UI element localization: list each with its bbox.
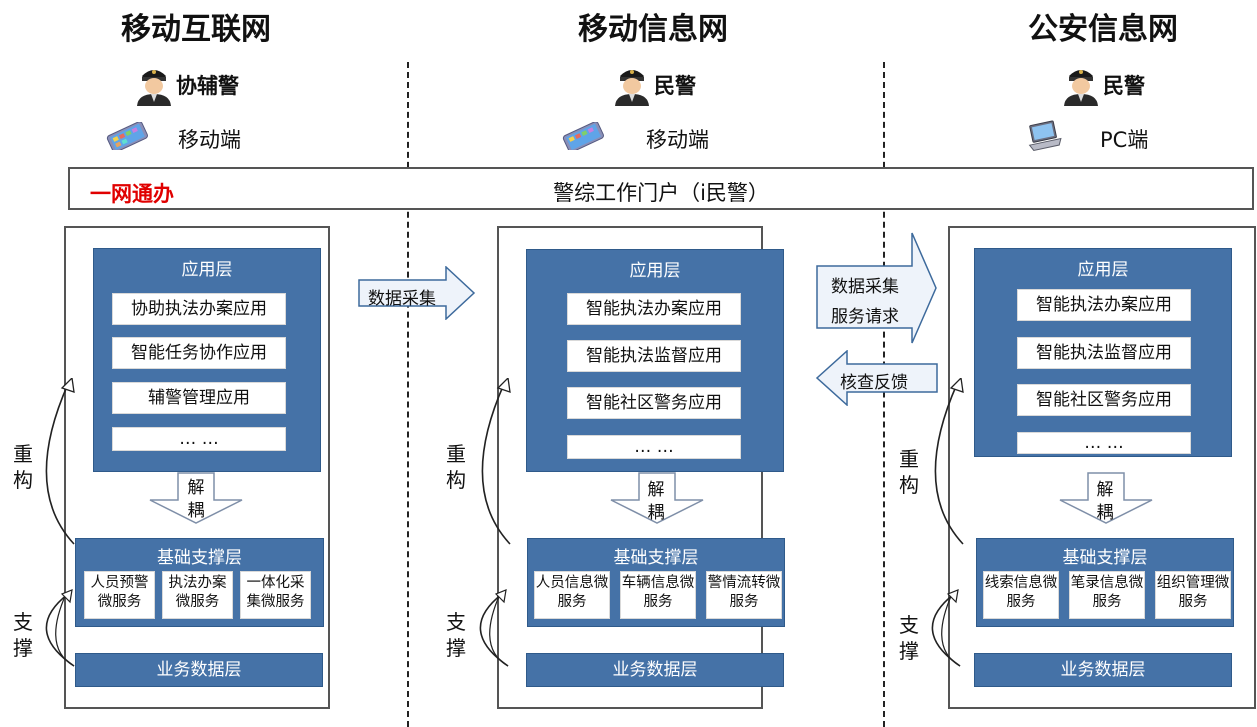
decouple-arrow-icon xyxy=(610,472,704,524)
police-officer-icon xyxy=(1064,70,1098,106)
layer-title: 应用层 xyxy=(181,260,233,280)
role-label: 民警 xyxy=(654,74,696,98)
portal-name: 警综工作门户（i民警） xyxy=(553,181,769,205)
service-request-arrow-icon xyxy=(816,232,937,344)
network-title-mobile-info: 移动信息网 xyxy=(578,12,728,47)
support-label: 支撑 xyxy=(13,610,33,660)
police-officer-icon xyxy=(137,70,171,106)
restructure-curve-arrow-icon xyxy=(934,378,964,545)
microservice: 一体化采集微服务 xyxy=(240,571,311,619)
one-network-tag: 一网通办 xyxy=(90,182,174,206)
restructure-label: 重构 xyxy=(446,442,466,492)
microservice: 警情流转微服务 xyxy=(706,571,782,619)
decouple-label: 解耦 xyxy=(187,478,205,521)
app-item-more: … … xyxy=(1017,432,1191,454)
support-curve-arrow-icon xyxy=(479,589,509,667)
app-item: 协助执法办案应用 xyxy=(112,293,286,325)
laptop-icon xyxy=(1028,120,1062,151)
mobile-phone-icon xyxy=(106,122,148,150)
data-layer: 业务数据层 xyxy=(75,653,323,687)
device-police-info: PC端 xyxy=(1026,118,1166,154)
network-title-police-info: 公安信息网 xyxy=(1028,12,1178,47)
decouple-label: 解耦 xyxy=(647,480,665,523)
support-layer: 基础支撑层 线索信息微服务 笔录信息微服务 组织管理微服务 xyxy=(976,538,1234,627)
application-layer: 应用层 智能执法办案应用 智能执法监督应用 智能社区警务应用 … … xyxy=(974,248,1232,457)
network-title-mobile-internet: 移动互联网 xyxy=(121,12,271,47)
support-layer: 基础支撑层 人员预警微服务 执法办案微服务 一体化采集微服务 xyxy=(75,538,324,627)
restructure-label: 重构 xyxy=(899,447,919,497)
layer-title: 基础支撑层 xyxy=(157,548,242,568)
app-item: 智能执法办案应用 xyxy=(1017,289,1191,321)
layer-title: 基础支撑层 xyxy=(613,548,699,568)
app-item: 辅警管理应用 xyxy=(112,382,286,414)
restructure-curve-arrow-icon xyxy=(481,378,511,545)
app-item: 智能任务协作应用 xyxy=(112,337,286,369)
restructure-curve-arrow-icon xyxy=(45,378,75,545)
data-collect-label: 数据采集 xyxy=(368,289,436,309)
layer-title: 应用层 xyxy=(1077,260,1129,280)
decouple-arrow-icon xyxy=(1059,472,1153,524)
app-item: 智能执法监督应用 xyxy=(1017,337,1191,369)
microservice: 笔录信息微服务 xyxy=(1069,571,1145,619)
microservice: 人员预警微服务 xyxy=(84,571,155,619)
device-label: PC端 xyxy=(1100,128,1149,152)
device-label: 移动端 xyxy=(646,128,709,152)
mobile-phone-icon xyxy=(562,122,604,150)
app-item: 智能社区警务应用 xyxy=(567,387,741,419)
network-divider xyxy=(407,62,409,727)
decouple-arrow-icon xyxy=(149,472,243,524)
portal-bar: 一网通办 警综工作门户（i民警） xyxy=(68,167,1254,210)
role-label: 民警 xyxy=(1103,74,1145,98)
microservice: 线索信息微服务 xyxy=(983,571,1059,619)
data-layer: 业务数据层 xyxy=(526,653,784,687)
role-police-mobile: 民警 xyxy=(612,64,732,106)
app-item: 智能执法办案应用 xyxy=(567,293,741,325)
verify-feedback-label: 核查反馈 xyxy=(840,373,908,393)
application-layer: 应用层 协助执法办案应用 智能任务协作应用 辅警管理应用 … … xyxy=(93,248,321,472)
microservice: 人员信息微服务 xyxy=(534,571,610,619)
service-request-label-line2: 服务请求 xyxy=(831,307,899,327)
device-label: 移动端 xyxy=(178,128,241,152)
layer-title: 基础支撑层 xyxy=(1062,548,1148,568)
app-item: 智能社区警务应用 xyxy=(1017,384,1191,416)
device-mobile-info: 移动端 xyxy=(560,118,730,154)
device-mobile-internet: 移动端 xyxy=(104,118,264,154)
layer-title: 应用层 xyxy=(629,261,681,281)
support-label: 支撑 xyxy=(899,613,919,663)
support-curve-arrow-icon xyxy=(45,589,75,667)
data-layer: 业务数据层 xyxy=(974,653,1232,687)
microservice: 执法办案微服务 xyxy=(162,571,233,619)
service-request-label-line1: 数据采集 xyxy=(831,277,899,297)
role-label: 协辅警 xyxy=(176,74,239,98)
restructure-label: 重构 xyxy=(13,442,33,492)
role-auxiliary-police: 协辅警 xyxy=(134,64,294,106)
verify-feedback-arrow-icon xyxy=(815,350,938,406)
data-collect-arrow-icon xyxy=(358,266,476,320)
network-divider xyxy=(883,62,885,727)
support-curve-arrow-icon xyxy=(931,589,961,667)
support-layer: 基础支撑层 人员信息微服务 车辆信息微服务 警情流转微服务 xyxy=(527,538,785,627)
role-police-pc: 民警 xyxy=(1061,64,1181,106)
microservice: 组织管理微服务 xyxy=(1155,571,1231,619)
app-item: 智能执法监督应用 xyxy=(567,340,741,372)
police-officer-icon xyxy=(615,70,649,106)
microservice: 车辆信息微服务 xyxy=(620,571,696,619)
app-item-more: … … xyxy=(112,427,286,451)
decouple-label: 解耦 xyxy=(1096,480,1114,523)
app-item-more: … … xyxy=(567,435,741,459)
support-label: 支撑 xyxy=(446,610,466,660)
application-layer: 应用层 智能执法办案应用 智能执法监督应用 智能社区警务应用 … … xyxy=(526,249,784,472)
